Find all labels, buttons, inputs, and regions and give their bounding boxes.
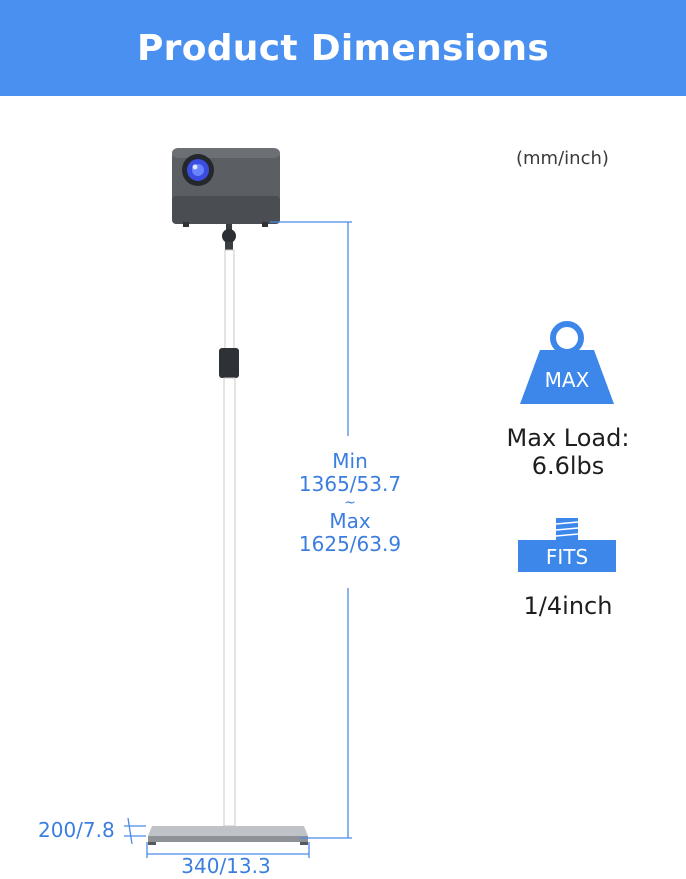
height-separator: ~: [344, 495, 356, 511]
stand-base: [148, 826, 308, 845]
screw-icon: [518, 518, 616, 572]
height-max-value: 1625/63.9: [298, 532, 402, 556]
max-badge-label: MAX: [545, 368, 590, 392]
height-dimension-line: [270, 221, 352, 839]
header-banner: Product Dimensions: [0, 0, 686, 96]
height-range-label: Min 1365/53.7 ~ Max 1625/63.9: [286, 450, 414, 556]
weight-icon: [520, 321, 614, 404]
base-height-label: 200/7.8: [38, 818, 115, 842]
max-load-line1: Max Load:: [506, 424, 630, 452]
stand-pole: [219, 249, 239, 827]
height-min-label: Min: [332, 449, 368, 473]
ball-head-mount: [222, 224, 236, 250]
base-height-dimension: [124, 817, 146, 845]
fits-badge-label: FITS: [546, 545, 588, 569]
height-min-value: 1365/53.7: [298, 472, 402, 496]
max-load-text: Max Load: 6.6lbs: [480, 424, 656, 480]
base-width-label: 340/13.3: [181, 854, 271, 878]
thread-size-text: 1/4inch: [523, 592, 613, 620]
page-title: Product Dimensions: [136, 27, 550, 69]
base-width-dimension: [146, 842, 310, 858]
projector-image: [172, 148, 280, 227]
height-max-label: Max: [329, 509, 371, 533]
max-load-line2: 6.6lbs: [531, 452, 605, 480]
units-note: (mm/inch): [516, 148, 609, 169]
